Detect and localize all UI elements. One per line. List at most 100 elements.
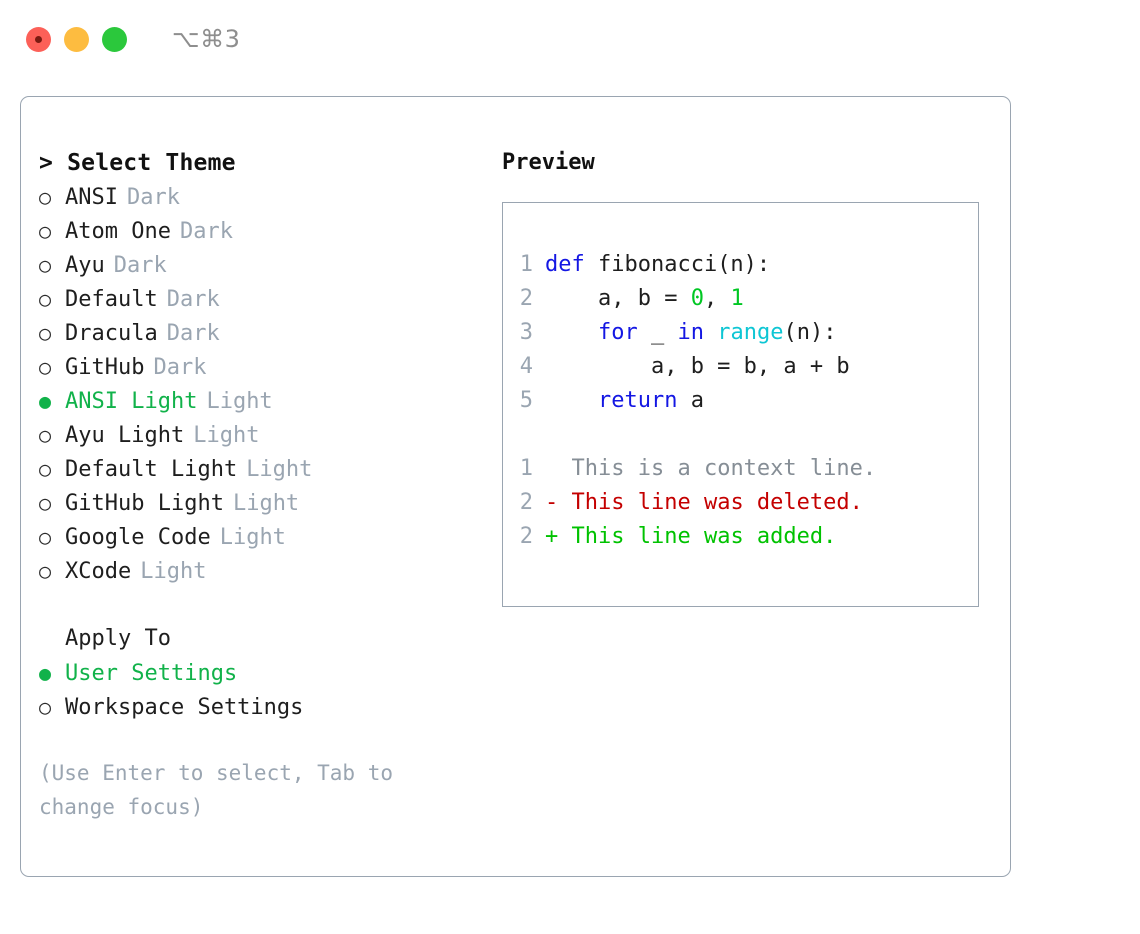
theme-option-dracula[interactable]: ○ Dracula Dark bbox=[39, 316, 479, 350]
maximize-button[interactable] bbox=[102, 26, 127, 52]
radio-unselected-icon: ○ bbox=[39, 253, 52, 277]
theme-option-label: Atom One bbox=[65, 219, 171, 244]
code-line: 2 a, b = 0, 1 bbox=[503, 282, 978, 316]
code-token-kw: def bbox=[545, 252, 598, 277]
code-line-content: return a bbox=[545, 384, 704, 418]
radio-unselected-icon: ○ bbox=[39, 491, 52, 515]
code-token-plain: , bbox=[703, 286, 731, 311]
title-bar: ⌥⌘3 bbox=[0, 0, 1140, 78]
theme-option-label: XCode bbox=[65, 559, 132, 584]
diff-line-number: 2 bbox=[519, 524, 533, 549]
code-line: 3 for _ in range(n): bbox=[503, 316, 978, 350]
theme-option-variant: Light bbox=[232, 491, 300, 516]
code-line-content: def fibonacci(n): bbox=[545, 248, 770, 282]
apply-to-option-workspace-settings[interactable]: ○Workspace Settings bbox=[39, 690, 479, 724]
diff-line-content: This line was added. bbox=[571, 524, 837, 549]
theme-option-label: ANSI Light bbox=[65, 389, 198, 414]
diff-line-number: 1 bbox=[519, 456, 533, 481]
theme-option-default-light[interactable]: ○ Default Light Light bbox=[39, 452, 479, 486]
diff-line: 2+ This line was added. bbox=[503, 520, 978, 554]
radio-selected-icon: ● bbox=[39, 389, 52, 413]
theme-option-variant: Dark bbox=[179, 219, 233, 244]
window-controls bbox=[26, 26, 127, 52]
preview-header: Preview bbox=[502, 150, 595, 175]
code-token-num: 0 bbox=[690, 286, 704, 311]
code-line-content: for _ in range(n): bbox=[545, 316, 836, 350]
radio-unselected-icon: ○ bbox=[39, 321, 52, 345]
radio-unselected-icon: ○ bbox=[39, 287, 52, 311]
diff-line-content: This line was deleted. bbox=[571, 490, 863, 515]
list-spacer bbox=[39, 588, 479, 622]
minimize-button[interactable] bbox=[64, 26, 89, 52]
theme-option-ayu[interactable]: ○ Ayu Dark bbox=[39, 248, 479, 282]
code-token-num: 1 bbox=[730, 286, 744, 311]
theme-option-label: Default bbox=[65, 287, 158, 312]
diff-line: 2- This line was deleted. bbox=[503, 486, 978, 520]
code-token-plain: a, b = b, a + b bbox=[545, 354, 850, 379]
theme-option-ansi-light[interactable]: ● ANSI Light Light bbox=[39, 384, 479, 418]
apply-to-option-label: User Settings bbox=[65, 661, 238, 686]
apply-to-option-user-settings[interactable]: ● User Settings bbox=[39, 656, 479, 690]
code-line: 5 return a bbox=[503, 384, 978, 418]
code-token-kw: return bbox=[597, 388, 678, 413]
theme-option-variant: Light bbox=[219, 525, 286, 550]
code-token-plain: a, b = bbox=[545, 286, 691, 311]
code-token-plain: (n): bbox=[783, 320, 837, 345]
theme-option-label: Ayu bbox=[65, 253, 105, 278]
theme-option-label: Google Code bbox=[65, 525, 211, 550]
code-line-number: 3 bbox=[519, 320, 533, 345]
keyboard-hint-text: (Use Enter to select, Tab to change focu… bbox=[39, 761, 394, 819]
diff-line-content: This is a context line. bbox=[571, 456, 877, 481]
diff-marker: - bbox=[545, 490, 572, 515]
close-button[interactable] bbox=[26, 26, 51, 52]
code-token-kw: in bbox=[677, 320, 704, 345]
radio-unselected-icon: ○ bbox=[39, 355, 52, 379]
theme-option-variant: Light bbox=[246, 457, 313, 482]
theme-option-label: Default Light bbox=[65, 457, 238, 482]
theme-option-label: GitHub bbox=[65, 355, 145, 380]
code-line-content: a, b = 0, 1 bbox=[545, 282, 744, 316]
code-token-plain bbox=[545, 320, 598, 345]
radio-unselected-icon: ○ bbox=[39, 525, 52, 549]
apply-to-option-list: ● User Settings ○Workspace Settings bbox=[39, 656, 479, 724]
theme-option-google-code[interactable]: ○ Google Code Light bbox=[39, 520, 479, 554]
theme-option-github[interactable]: ○ GitHub Dark bbox=[39, 350, 479, 384]
theme-option-label: Ayu Light bbox=[65, 423, 185, 448]
code-line-number: 4 bbox=[519, 354, 533, 379]
theme-option-variant: Light bbox=[140, 559, 207, 584]
radio-unselected-icon: ○ bbox=[39, 457, 52, 481]
diff-line-number: 2 bbox=[519, 490, 533, 515]
radio-unselected-icon: ○ bbox=[39, 185, 52, 209]
code-token-plain: a bbox=[677, 388, 704, 413]
radio-selected-icon: ● bbox=[39, 661, 52, 685]
apply-to-option-label: Workspace Settings bbox=[65, 695, 304, 720]
diff-marker bbox=[545, 452, 572, 486]
diff-line: 1 This is a context line. bbox=[503, 452, 978, 486]
theme-option-variant: Dark bbox=[166, 321, 220, 346]
theme-option-variant: Dark bbox=[113, 253, 167, 278]
select-theme-header: > Select Theme bbox=[39, 150, 236, 176]
diff-sample: 1 This is a context line.2- This line wa… bbox=[503, 452, 978, 554]
theme-option-variant: Light bbox=[206, 389, 273, 414]
theme-option-variant: Dark bbox=[153, 355, 207, 380]
theme-option-label: Dracula bbox=[65, 321, 158, 346]
code-token-kw: for bbox=[597, 320, 638, 345]
theme-option-variant: Dark bbox=[126, 185, 180, 210]
radio-unselected-icon: ○ bbox=[39, 423, 52, 447]
code-line-number: 2 bbox=[519, 286, 533, 311]
code-token-plain bbox=[704, 320, 717, 345]
